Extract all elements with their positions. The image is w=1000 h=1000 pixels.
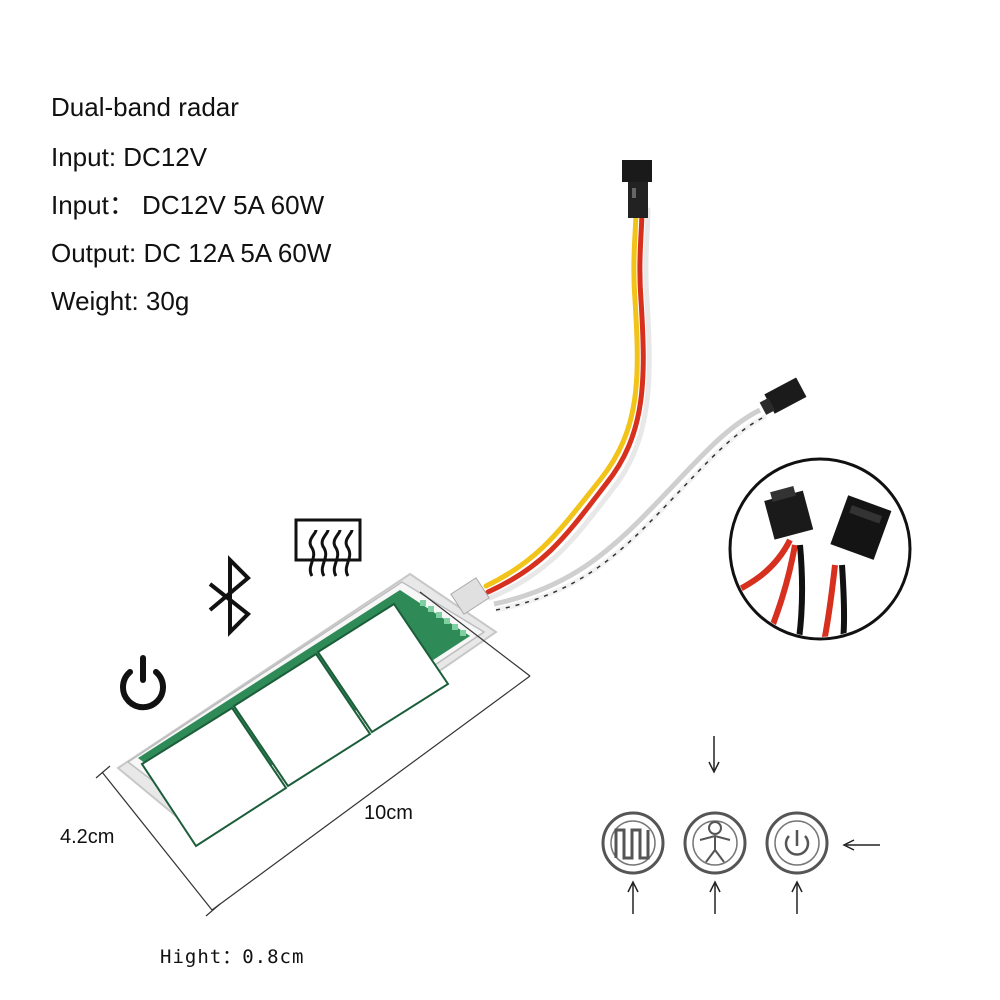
arrow-down-icon bbox=[708, 736, 720, 774]
spec-weight: Weight: 30g bbox=[51, 286, 190, 316]
touch-panel bbox=[116, 572, 498, 848]
dimension-lines bbox=[95, 591, 531, 917]
touch-key-2 bbox=[232, 652, 372, 788]
power-button-icon bbox=[765, 811, 829, 875]
wire-bundle-right bbox=[493, 407, 768, 613]
spec-output: Output: DC 12A 5A 60W bbox=[51, 238, 332, 268]
wire-bundle-upper bbox=[483, 207, 652, 601]
arrow-left-icon bbox=[842, 839, 880, 851]
power-icon bbox=[120, 655, 166, 711]
connector-right bbox=[759, 377, 807, 415]
human-sensor-icon bbox=[683, 811, 747, 875]
touch-key-1 bbox=[140, 706, 288, 848]
dimension-width-label: 4.2cm bbox=[60, 826, 115, 848]
defog-icon bbox=[294, 518, 362, 577]
bottom-icon-row bbox=[601, 736, 880, 914]
connector-upper bbox=[622, 160, 652, 218]
arrow-up-icons bbox=[627, 880, 803, 914]
spec-input: Input: DC12V bbox=[51, 142, 208, 172]
dimension-length-label: 10cm bbox=[364, 802, 413, 824]
touch-key-3 bbox=[316, 602, 450, 734]
spec-input-power: Input： DC12V 5A 60W bbox=[51, 190, 325, 220]
bluetooth-icon bbox=[208, 555, 252, 637]
spec-title: Dual-band radar bbox=[51, 92, 239, 122]
dimension-height-label: Hight：0.8cm bbox=[160, 946, 305, 968]
connector-zoom-inset bbox=[728, 457, 912, 641]
heater-coil-icon bbox=[601, 811, 665, 875]
